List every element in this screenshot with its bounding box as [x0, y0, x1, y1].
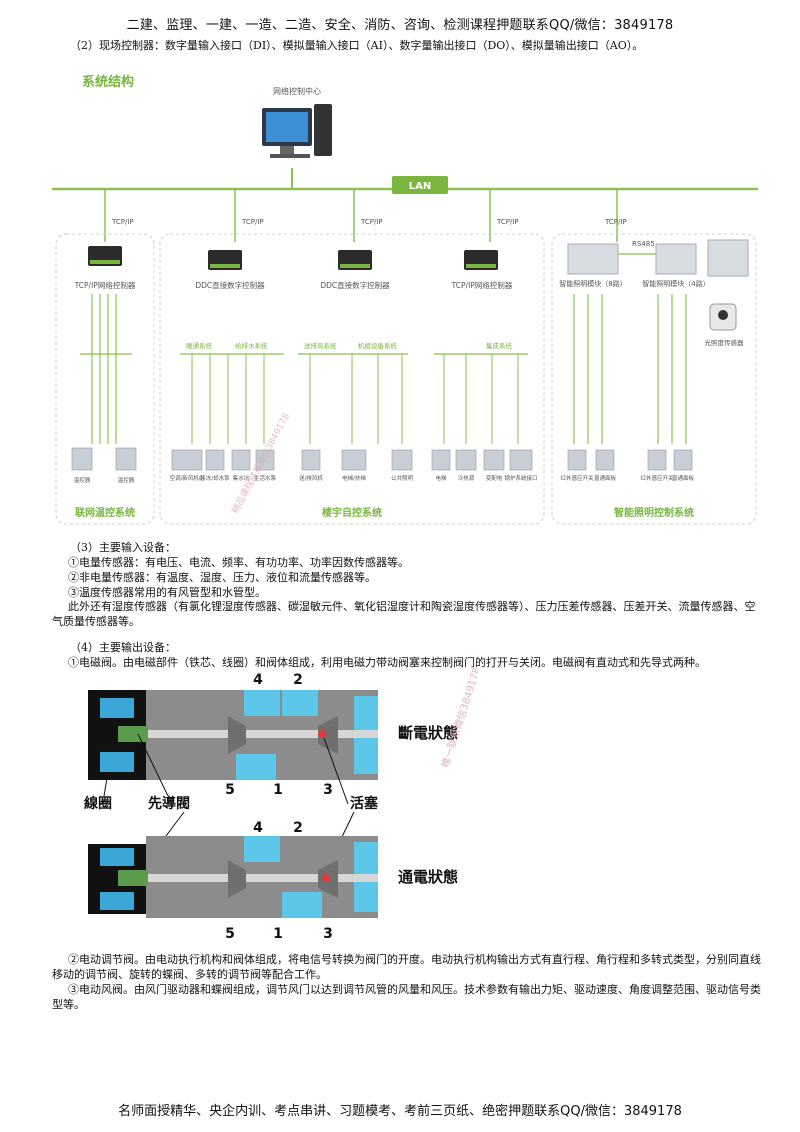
section-4-heading: （4）主要输出设备：	[70, 641, 176, 654]
light-sensor-label: 光照度传感器	[705, 338, 745, 347]
section-4-item-1: ①电磁阀。由电磁部件（铁芯、线圈）和阀体组成，利用电磁力带动阀塞来控制阀门的打开…	[68, 656, 706, 669]
device-label-15: 普通面板	[594, 474, 617, 482]
device-label-7: 送/排风机	[299, 474, 323, 482]
lighting-module-8: 智能照明模块（8路）	[559, 279, 626, 288]
port-4-off: 4	[253, 672, 263, 688]
group-box-2	[159, 233, 545, 525]
section-3-item-3: ③温度传感器常用的有风管型和水管型。	[68, 586, 266, 599]
section-3-extra: 此外还有湿度传感器（有氯化锂湿度传感器、碳湿敏元件、氧化铝湿度计和陶瓷湿度传感器…	[52, 600, 756, 628]
device-label-13: 锅炉系统接口	[504, 474, 537, 482]
controller-label-3: DDC直接数字控制器	[320, 280, 390, 290]
page-footer: 名师面授精华、央企内训、考点串讲、习题模考、考前三页纸、绝密押题联系QQ/微信：…	[118, 1104, 682, 1119]
device-label-10: 电梯	[435, 474, 447, 482]
state-off-label: 斷電狀態	[398, 724, 458, 742]
group-box-3	[551, 233, 757, 525]
tcpip-label-2: TCP/IP	[241, 218, 264, 226]
section-5-item-3: ③电动风阀。由风门驱动器和蝶阀组成，调节风门以达到调节风管的风量和风压。技术参数…	[52, 983, 761, 1011]
port-4-on: 4	[253, 820, 263, 836]
control-center-label: 网络控制中心	[273, 86, 321, 96]
lan-label: LAN	[409, 181, 431, 192]
section-3-heading: （3）主要输入设备：	[70, 541, 176, 554]
device-label-4: 冷冻/却水泵	[200, 474, 230, 482]
device-label-1: 温控器	[74, 476, 91, 484]
device-label-3: 空调/新风机组	[170, 474, 205, 482]
device-label-2: 温控器	[118, 476, 135, 484]
section-5-item-2: ②电动调节阀。由电动执行机构和阀体组成，将电信号转换为阀门的开度。电动执行机构输…	[52, 953, 761, 981]
port-3-on: 3	[323, 926, 333, 942]
diagram-title: 系统结构	[82, 74, 134, 90]
device-label-11: 冷热源	[458, 474, 475, 482]
subsystem-label-2: 给排水系统	[235, 341, 268, 350]
tcpip-label-4: TCP/IP	[496, 218, 519, 226]
subsystem-label-4: 机组设备系统	[358, 341, 398, 350]
device-label-17: 普通面板	[672, 474, 695, 482]
solenoid-valve-diagram: 4 2 5 1 3 斷電狀態 線圈 先導閥 活塞 4 2 5 1 3 通電狀態 …	[84, 668, 478, 942]
device-label-8: 电梯/扶梯	[342, 474, 366, 482]
section-3-item-1: ①电量传感器：有电压、电流、频率、有功功率、功率因数传感器等。	[68, 556, 409, 569]
lighting-module-4: 智能照明模块（4路）	[642, 279, 709, 288]
port-2-on: 2	[293, 820, 303, 836]
pilot-label: 先導閥	[148, 795, 190, 812]
valve-watermark: 唯一联系微信3849178	[438, 668, 478, 769]
group-box-1	[55, 233, 155, 525]
port-5-on: 5	[225, 926, 235, 942]
tcpip-label-3: TCP/IP	[360, 218, 383, 226]
controller-label-4: TCP/IP网络控制器	[451, 280, 513, 290]
lan-badge	[392, 176, 448, 194]
device-label-9: 公共照明	[391, 474, 414, 482]
state-on-label: 通電狀態	[398, 868, 458, 886]
subsystem-label-1: 暖通系统	[186, 341, 213, 350]
section-3-item-2: ②非电量传感器：有温度、湿度、压力、液位和流量传感器等。	[68, 571, 376, 584]
group-label-1: 联网温控系统	[75, 506, 135, 519]
controller-label-1: TCP/IP网络控制器	[74, 280, 136, 290]
subsystem-label-3: 送排风系统	[304, 341, 337, 350]
subsystem-label-5: 集成系统	[486, 341, 513, 350]
device-label-16: 红外感应开关	[640, 474, 674, 482]
device-label-6: 生活水泵	[254, 474, 277, 482]
system-structure-diagram: 系统结构 网络控制中心 LAN TCP/IP TCP/IP TCP/IP TCP…	[52, 74, 758, 525]
piston-label: 活塞	[350, 795, 379, 812]
device-label-14: 红外感应开关	[560, 474, 594, 482]
controller-label-2: DDC直接数字控制器	[195, 280, 265, 290]
group-label-2: 楼宇自控系统	[322, 506, 382, 519]
device-label-12: 变配电	[486, 474, 503, 482]
valve-on-state	[88, 836, 378, 918]
port-3-off: 3	[323, 782, 333, 798]
page-header: 二建、监理、一建、一造、二造、安全、消防、咨询、检测课程押题联系QQ/微信：38…	[126, 18, 674, 33]
group-label-3: 智能照明控制系统	[614, 506, 694, 519]
rs485-label: RS485	[632, 240, 655, 248]
computer-icon	[262, 104, 332, 158]
device-label-5: 集水坑	[233, 474, 250, 482]
coil-label: 線圈	[84, 795, 112, 812]
tcpip-label-5: TCP/IP	[604, 218, 627, 226]
section-2-text: （2）现场控制器：数字量输入接口（DI）、模拟量输入接口（AI）、数字量输出接口…	[70, 39, 644, 52]
port-5-off: 5	[225, 782, 235, 798]
port-1-off: 1	[273, 782, 283, 798]
tcpip-label-1: TCP/IP	[111, 218, 134, 226]
valve-off-state	[88, 690, 378, 780]
port-1-on: 1	[273, 926, 283, 942]
port-2-off: 2	[293, 672, 303, 688]
